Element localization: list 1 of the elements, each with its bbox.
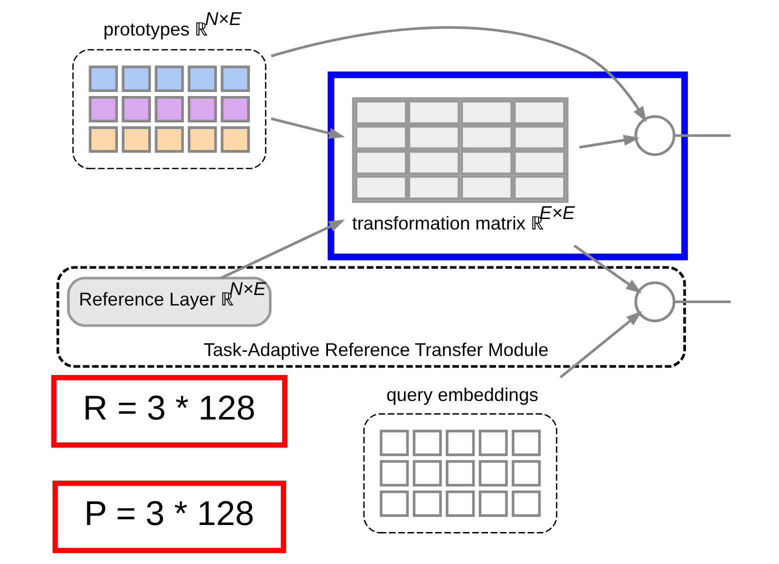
node-label: query embeddings xyxy=(386,384,538,406)
